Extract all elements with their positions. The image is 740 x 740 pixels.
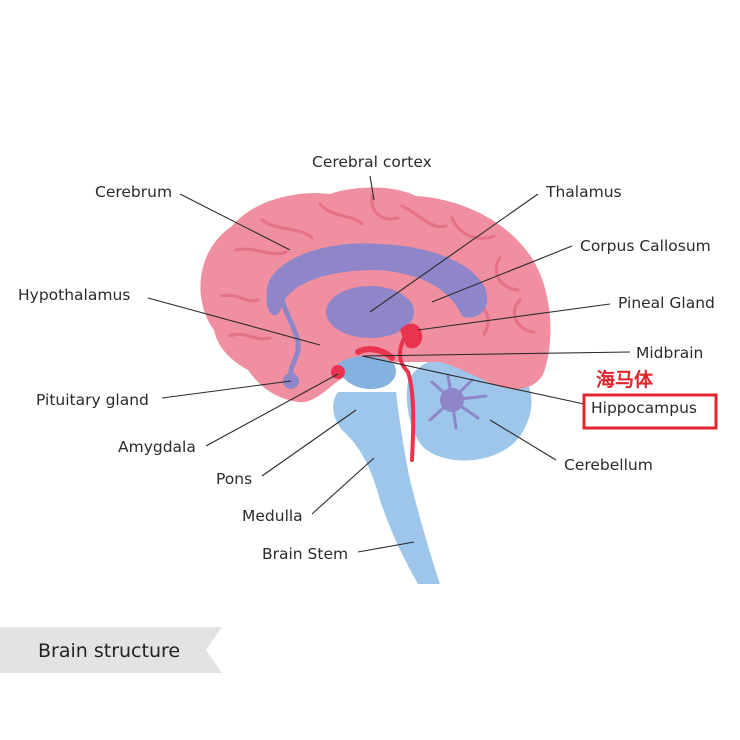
caption-text: Brain structure	[38, 640, 180, 662]
label-pituitary-gland: Pituitary gland	[36, 391, 149, 409]
label-midbrain: Midbrain	[636, 344, 703, 362]
label-corpus-callosum: Corpus Callosum	[580, 237, 711, 255]
arbor-vitae	[428, 374, 488, 430]
corpus-callosum-shape	[266, 243, 488, 318]
label-cerebellum: Cerebellum	[564, 456, 653, 474]
brain-stem-shape	[333, 392, 440, 584]
hippocampus-highlight-box	[582, 393, 718, 430]
label-medulla: Medulla	[242, 507, 303, 525]
label-thalamus: Thalamus	[545, 183, 622, 201]
caption-banner	[0, 627, 222, 673]
label-pons: Pons	[216, 470, 252, 488]
label-cerebral-cortex: Cerebral cortex	[312, 153, 432, 171]
red-tract	[397, 336, 416, 462]
leader-lines	[147, 175, 631, 553]
label-hypothalamus: Hypothalamus	[18, 286, 130, 304]
label-amygdala: Amygdala	[118, 438, 196, 456]
midbrain-shape	[338, 356, 396, 389]
label-hippocampus: Hippocampus	[591, 399, 697, 417]
label-pineal-gland: Pineal Gland	[618, 294, 715, 312]
gyri-lines	[220, 194, 536, 341]
label-cerebrum: Cerebrum	[95, 183, 172, 201]
hypothalamus-channel	[279, 297, 301, 381]
label-brain-stem: Brain Stem	[262, 545, 348, 563]
pineal-gland-shape	[400, 323, 423, 349]
chinese-annotation: 海马体	[596, 368, 654, 391]
